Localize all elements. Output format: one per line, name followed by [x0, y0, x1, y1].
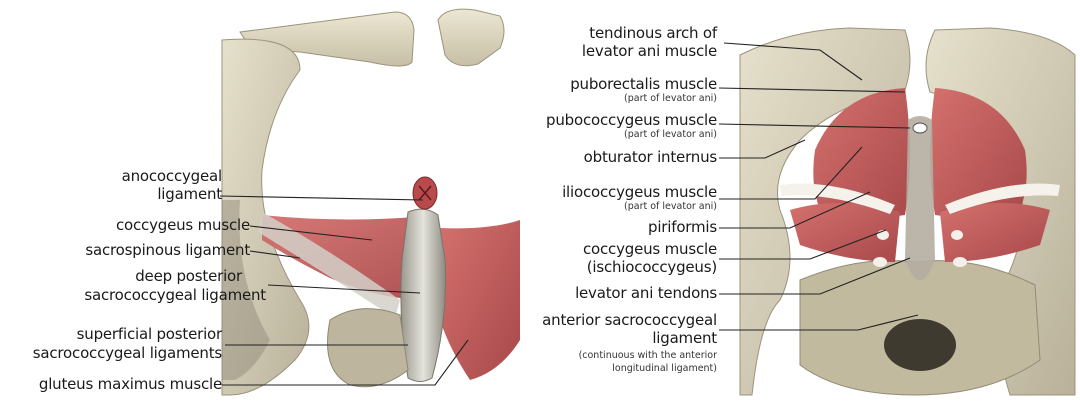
label-levator-ani-tendons: levator ani tendons	[575, 285, 717, 302]
label-deep-posterior-1: deep posterior	[135, 268, 242, 285]
label-piriformis: piriformis	[648, 219, 717, 236]
label-obturator-internus: obturator internus	[584, 149, 717, 166]
label-superficial-posterior-2: sacrococcygeal ligaments	[33, 345, 222, 362]
label-superficial-posterior-1: superficial posterior	[77, 326, 222, 343]
label-anococcygeal-1: anococcygeal	[122, 168, 222, 185]
label-sacrospinous-ligament: sacrospinous ligament	[85, 242, 250, 259]
label-tendinous-arch-2: levator ani muscle	[582, 43, 717, 60]
label-pubococcygeus: pubococcygeus muscle	[546, 112, 717, 129]
label-tendinous-arch-1: tendinous arch of	[589, 25, 717, 42]
label-pubococcygeus-sub: (part of levator ani)	[624, 129, 717, 140]
label-gluteus-maximus: gluteus maximus muscle	[39, 376, 222, 393]
label-deep-posterior-2: sacrococcygeal ligament	[84, 287, 266, 304]
label-puborectalis-sub: (part of levator ani)	[624, 93, 717, 104]
label-anterior-sacrococcygeal-1: anterior sacrococcygeal	[542, 312, 717, 329]
label-coccygeus-1: coccygeus muscle	[583, 241, 717, 258]
label-anterior-sub-1: (continuous with the anterior	[579, 350, 717, 361]
label-iliococcygeus: iliococcygeus muscle	[562, 184, 717, 201]
label-puborectalis: puborectalis muscle	[570, 76, 717, 93]
label-iliococcygeus-sub: (part of levator ani)	[624, 201, 717, 212]
label-anococcygeal-2: ligament	[157, 186, 222, 203]
label-anterior-sacrococcygeal-2: ligament	[652, 330, 717, 347]
label-anterior-sub-2: longitudinal ligament)	[612, 363, 717, 374]
label-coccygeus-muscle: coccygeus muscle	[116, 217, 250, 234]
label-coccygeus-2: (ischiococcygeus)	[587, 259, 717, 276]
